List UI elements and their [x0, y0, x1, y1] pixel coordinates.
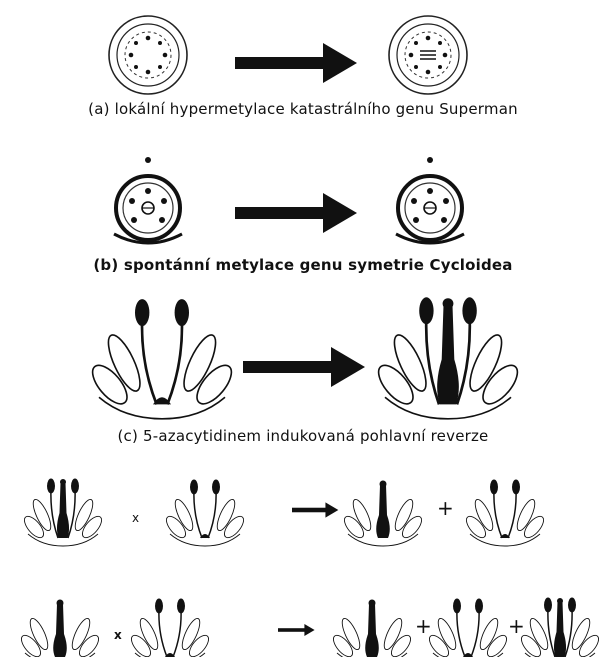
caption-c: (c) 5-azacytidinem indukovaná pohlavní r… — [0, 427, 606, 445]
caption-b: (b) spontánní metylace genu symetrie Cyc… — [0, 256, 606, 274]
parent-flower — [18, 600, 102, 657]
offspring-flower — [426, 599, 510, 657]
offspring-flower — [341, 481, 425, 547]
offspring-flower — [518, 598, 602, 657]
arrow-icon — [243, 347, 365, 387]
cross-symbol: x — [132, 511, 139, 525]
flower-before — [86, 299, 237, 419]
plus-symbol: + — [508, 614, 525, 638]
plus-symbol: + — [415, 614, 432, 638]
parent-flower — [128, 599, 212, 657]
arrow-icon — [235, 43, 357, 83]
parent-flower — [21, 479, 105, 547]
floral-diagram-after — [396, 176, 464, 243]
superman-methylation-marks — [420, 51, 436, 59]
flower-after — [372, 297, 523, 419]
row-b — [114, 157, 464, 243]
row-c — [86, 297, 523, 419]
cross-symbol: x — [114, 628, 122, 642]
offspring-flower — [463, 480, 547, 547]
arrow-icon — [278, 624, 315, 636]
parent-flower — [163, 480, 247, 547]
offspring-flower — [330, 600, 414, 657]
arrow-icon — [292, 502, 338, 517]
plus-symbol: + — [437, 496, 454, 520]
floral-diagram-before — [109, 16, 187, 94]
caption-a: (a) lokální hypermetylace katastrálního … — [0, 100, 606, 118]
arrow-icon — [235, 193, 357, 233]
cross-row-1 — [21, 479, 547, 547]
row-a — [109, 16, 467, 94]
floral-diagram-before — [114, 176, 182, 243]
